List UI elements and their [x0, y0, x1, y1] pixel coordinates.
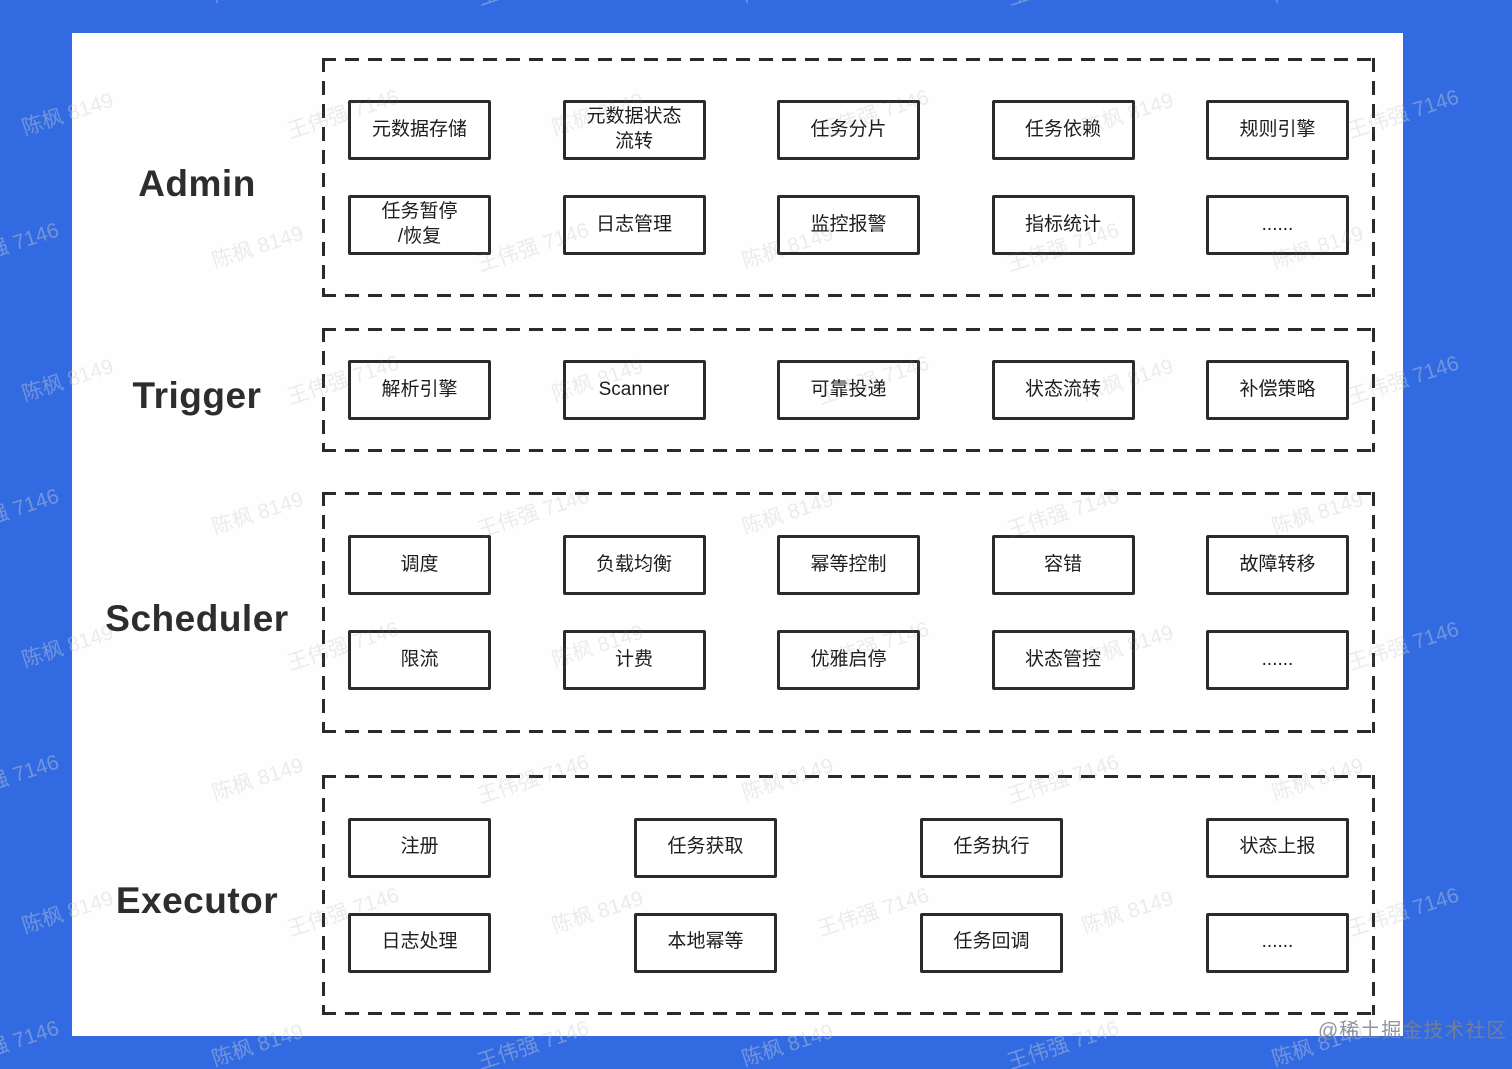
watermark-text: 王伟强 7146	[1003, 0, 1122, 12]
module-row: 日志处理 本地幂等 任务回调......	[348, 912, 1349, 973]
community-credit: @稀土掘金技术社区	[1318, 1020, 1508, 1042]
section-trigger: Trigger 解析引擎 Scanner 可靠投递 状态流转 补偿策略	[72, 328, 1403, 452]
module-box-rule-engine: 规则引擎	[1206, 100, 1349, 160]
module-row: 解析引擎 Scanner 可靠投递 状态流转 补偿策略	[348, 360, 1349, 420]
module-box-local-idempotent: 本地幂等	[634, 912, 777, 973]
module-box-rate-limit: 限流	[348, 630, 491, 690]
module-row: 限流 计费 优雅启停 状态管控......	[348, 630, 1349, 690]
module-box-monitor-alert: 监控报警	[777, 195, 920, 255]
watermark-text: 王伟强 7146	[0, 484, 62, 543]
module-box-executor-more: ......	[1206, 912, 1349, 973]
module-box-task-sharding: 任务分片	[777, 100, 920, 160]
section-container-executor: 注册 任务获取 任务执行 状态上报日志处理 本地幂等 任务回调......	[322, 775, 1375, 1015]
module-box-idempotent-control: 幂等控制	[777, 535, 920, 595]
module-row: 调度 负载均衡 幂等控制 容错 故障转移	[348, 535, 1349, 595]
section-container-scheduler: 调度 负载均衡 幂等控制 容错 故障转移限流 计费 优雅启停 状态管控......	[322, 492, 1375, 733]
module-box-metadata-state-flow: 元数据状态 流转	[562, 100, 706, 160]
watermark-text: 王伟强 7146	[1003, 0, 1122, 12]
module-box-metadata-storage: 元数据存储	[348, 100, 491, 160]
module-box-scanner: Scanner	[562, 360, 706, 420]
watermark-text: 陈枫 8149	[1268, 0, 1367, 9]
module-box-load-balance: 负载均衡	[562, 535, 706, 595]
module-row: 任务暂停 /恢复 日志管理 监控报警 指标统计......	[348, 195, 1349, 255]
module-box-reliable-delivery: 可靠投递	[777, 360, 920, 420]
section-admin: Admin 元数据存储 元数据状态 流转 任务分片 任务依赖 规则引擎任务暂停 /恢复 日志…	[72, 58, 1403, 297]
watermark-text: 王伟强 7146	[0, 218, 62, 277]
module-box-graceful-start-stop: 优雅启停	[777, 630, 920, 690]
module-box-metric-stats: 指标统计	[991, 195, 1135, 255]
watermark-text: 陈枫 8149	[208, 0, 307, 9]
watermark-text: 王伟强 7146	[0, 1016, 62, 1069]
module-box-billing: 计费	[562, 630, 706, 690]
watermark-text: 王伟强 7146	[0, 0, 62, 12]
watermark-text: 陈枫 8149	[738, 0, 837, 9]
module-box-status-report: 状态上报	[1206, 817, 1349, 878]
watermark-text: 陈枫 8149	[1268, 0, 1367, 9]
section-container-admin: 元数据存储 元数据状态 流转 任务分片 任务依赖 规则引擎任务暂停 /恢复 日志管理 监控报…	[322, 58, 1375, 297]
module-box-task-fetch: 任务获取	[634, 817, 777, 878]
module-row: 元数据存储 元数据状态 流转 任务分片 任务依赖 规则引擎	[348, 100, 1349, 160]
section-executor: Executor 注册 任务获取 任务执行 状态上报日志处理 本地幂等 任务回调......	[72, 775, 1403, 1015]
watermark-text: 王伟强 7146	[0, 0, 62, 12]
section-label-executor: Executor	[115, 880, 279, 921]
watermark-text: 王伟强 7146	[0, 750, 62, 809]
section-scheduler: Scheduler 调度 负载均衡 幂等控制 容错 故障转移限流 计费 优雅启停 状态管控...…	[72, 492, 1403, 733]
watermark-text: 陈枫 8149	[208, 0, 307, 9]
watermark-text: 陈枫 8149	[738, 0, 837, 9]
module-box-dispatch: 调度	[348, 535, 491, 595]
section-label-trigger: Trigger	[132, 375, 262, 416]
module-box-task-dependency: 任务依赖	[991, 100, 1135, 160]
module-box-state-control: 状态管控	[991, 630, 1135, 690]
module-box-task-execute: 任务执行	[920, 817, 1063, 878]
module-box-log-management: 日志管理	[562, 195, 706, 255]
module-box-compensation-strategy: 补偿策略	[1206, 360, 1349, 420]
watermark-text: 王伟强 7146	[0, 484, 62, 543]
module-row: 注册 任务获取 任务执行 状态上报	[348, 817, 1349, 878]
module-box-parse-engine: 解析引擎	[348, 360, 491, 420]
module-box-state-flow: 状态流转	[991, 360, 1135, 420]
watermark-text: 王伟强 7146	[0, 218, 62, 277]
module-box-failover: 故障转移	[1206, 535, 1349, 595]
section-label-scheduler: Scheduler	[105, 597, 289, 639]
module-box-register: 注册	[348, 817, 491, 878]
watermark-text: 王伟强 7146	[473, 0, 592, 12]
module-box-task-callback: 任务回调	[920, 912, 1063, 973]
watermark-text: 王伟强 7146	[0, 1016, 62, 1069]
section-label-admin: Admin	[138, 162, 256, 204]
module-box-admin-more: ......	[1206, 195, 1349, 255]
watermark-text: 王伟强 7146	[0, 750, 62, 809]
section-container-trigger: 解析引擎 Scanner 可靠投递 状态流转 补偿策略	[322, 328, 1375, 452]
module-box-log-processing: 日志处理	[348, 912, 491, 973]
module-box-scheduler-more: ......	[1206, 630, 1349, 690]
module-box-task-pause-resume: 任务暂停 /恢复	[348, 195, 491, 255]
watermark-text: 王伟强 7146	[473, 0, 592, 12]
module-box-fault-tolerance: 容错	[991, 535, 1135, 595]
